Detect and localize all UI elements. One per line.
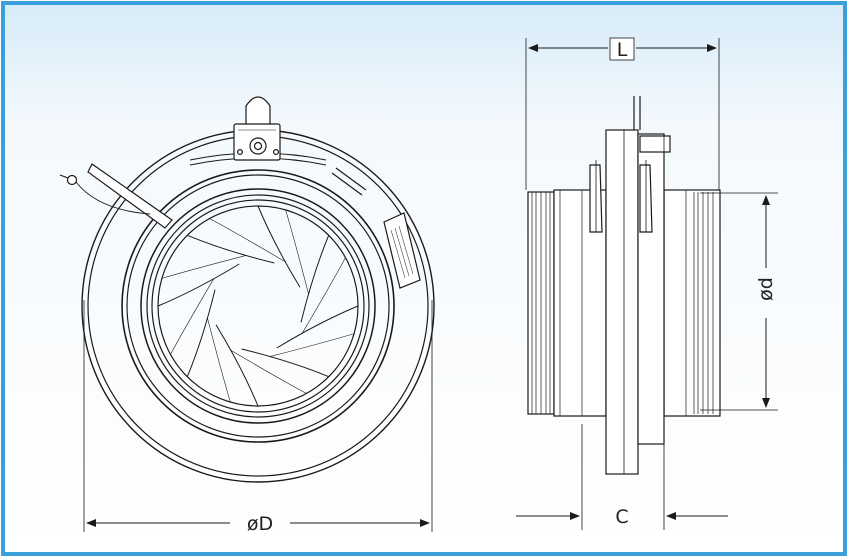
label-plate bbox=[383, 212, 421, 289]
iris-blade bbox=[157, 263, 240, 307]
iris-blade-edge bbox=[209, 218, 286, 263]
iris-blade-edge bbox=[207, 317, 231, 403]
dimension-inner-diameter bbox=[700, 192, 778, 411]
iris-blade bbox=[276, 305, 359, 349]
side-view bbox=[527, 96, 721, 475]
handle-knob bbox=[233, 96, 281, 161]
iris-blade bbox=[215, 324, 259, 407]
label-length: L bbox=[617, 39, 628, 61]
iris-blade bbox=[187, 234, 275, 264]
label-outer-diameter: øD bbox=[247, 513, 273, 535]
inner-ring bbox=[140, 188, 376, 424]
dimension-length bbox=[525, 37, 720, 190]
iris-blade-edge bbox=[161, 255, 247, 279]
iris-blade-edge bbox=[230, 349, 307, 394]
iris-blade-edge bbox=[269, 333, 355, 357]
dimension-flange-width bbox=[516, 424, 728, 530]
label-inner-diameter: ød bbox=[755, 277, 777, 301]
iris-blade bbox=[241, 348, 329, 378]
iris-blade bbox=[186, 289, 216, 377]
dimension-outer-diameter bbox=[83, 300, 433, 532]
label-flange-width: C bbox=[615, 506, 628, 528]
lever-arm bbox=[59, 163, 173, 229]
iris-blade-edge bbox=[170, 278, 215, 355]
iris-blade bbox=[257, 205, 301, 288]
iris-blades bbox=[157, 205, 359, 407]
center-flange bbox=[605, 129, 639, 475]
front-view bbox=[59, 96, 435, 483]
iris-blade bbox=[300, 235, 330, 323]
iris-blade-edge bbox=[285, 209, 309, 295]
iris-blade-edge bbox=[301, 257, 346, 334]
